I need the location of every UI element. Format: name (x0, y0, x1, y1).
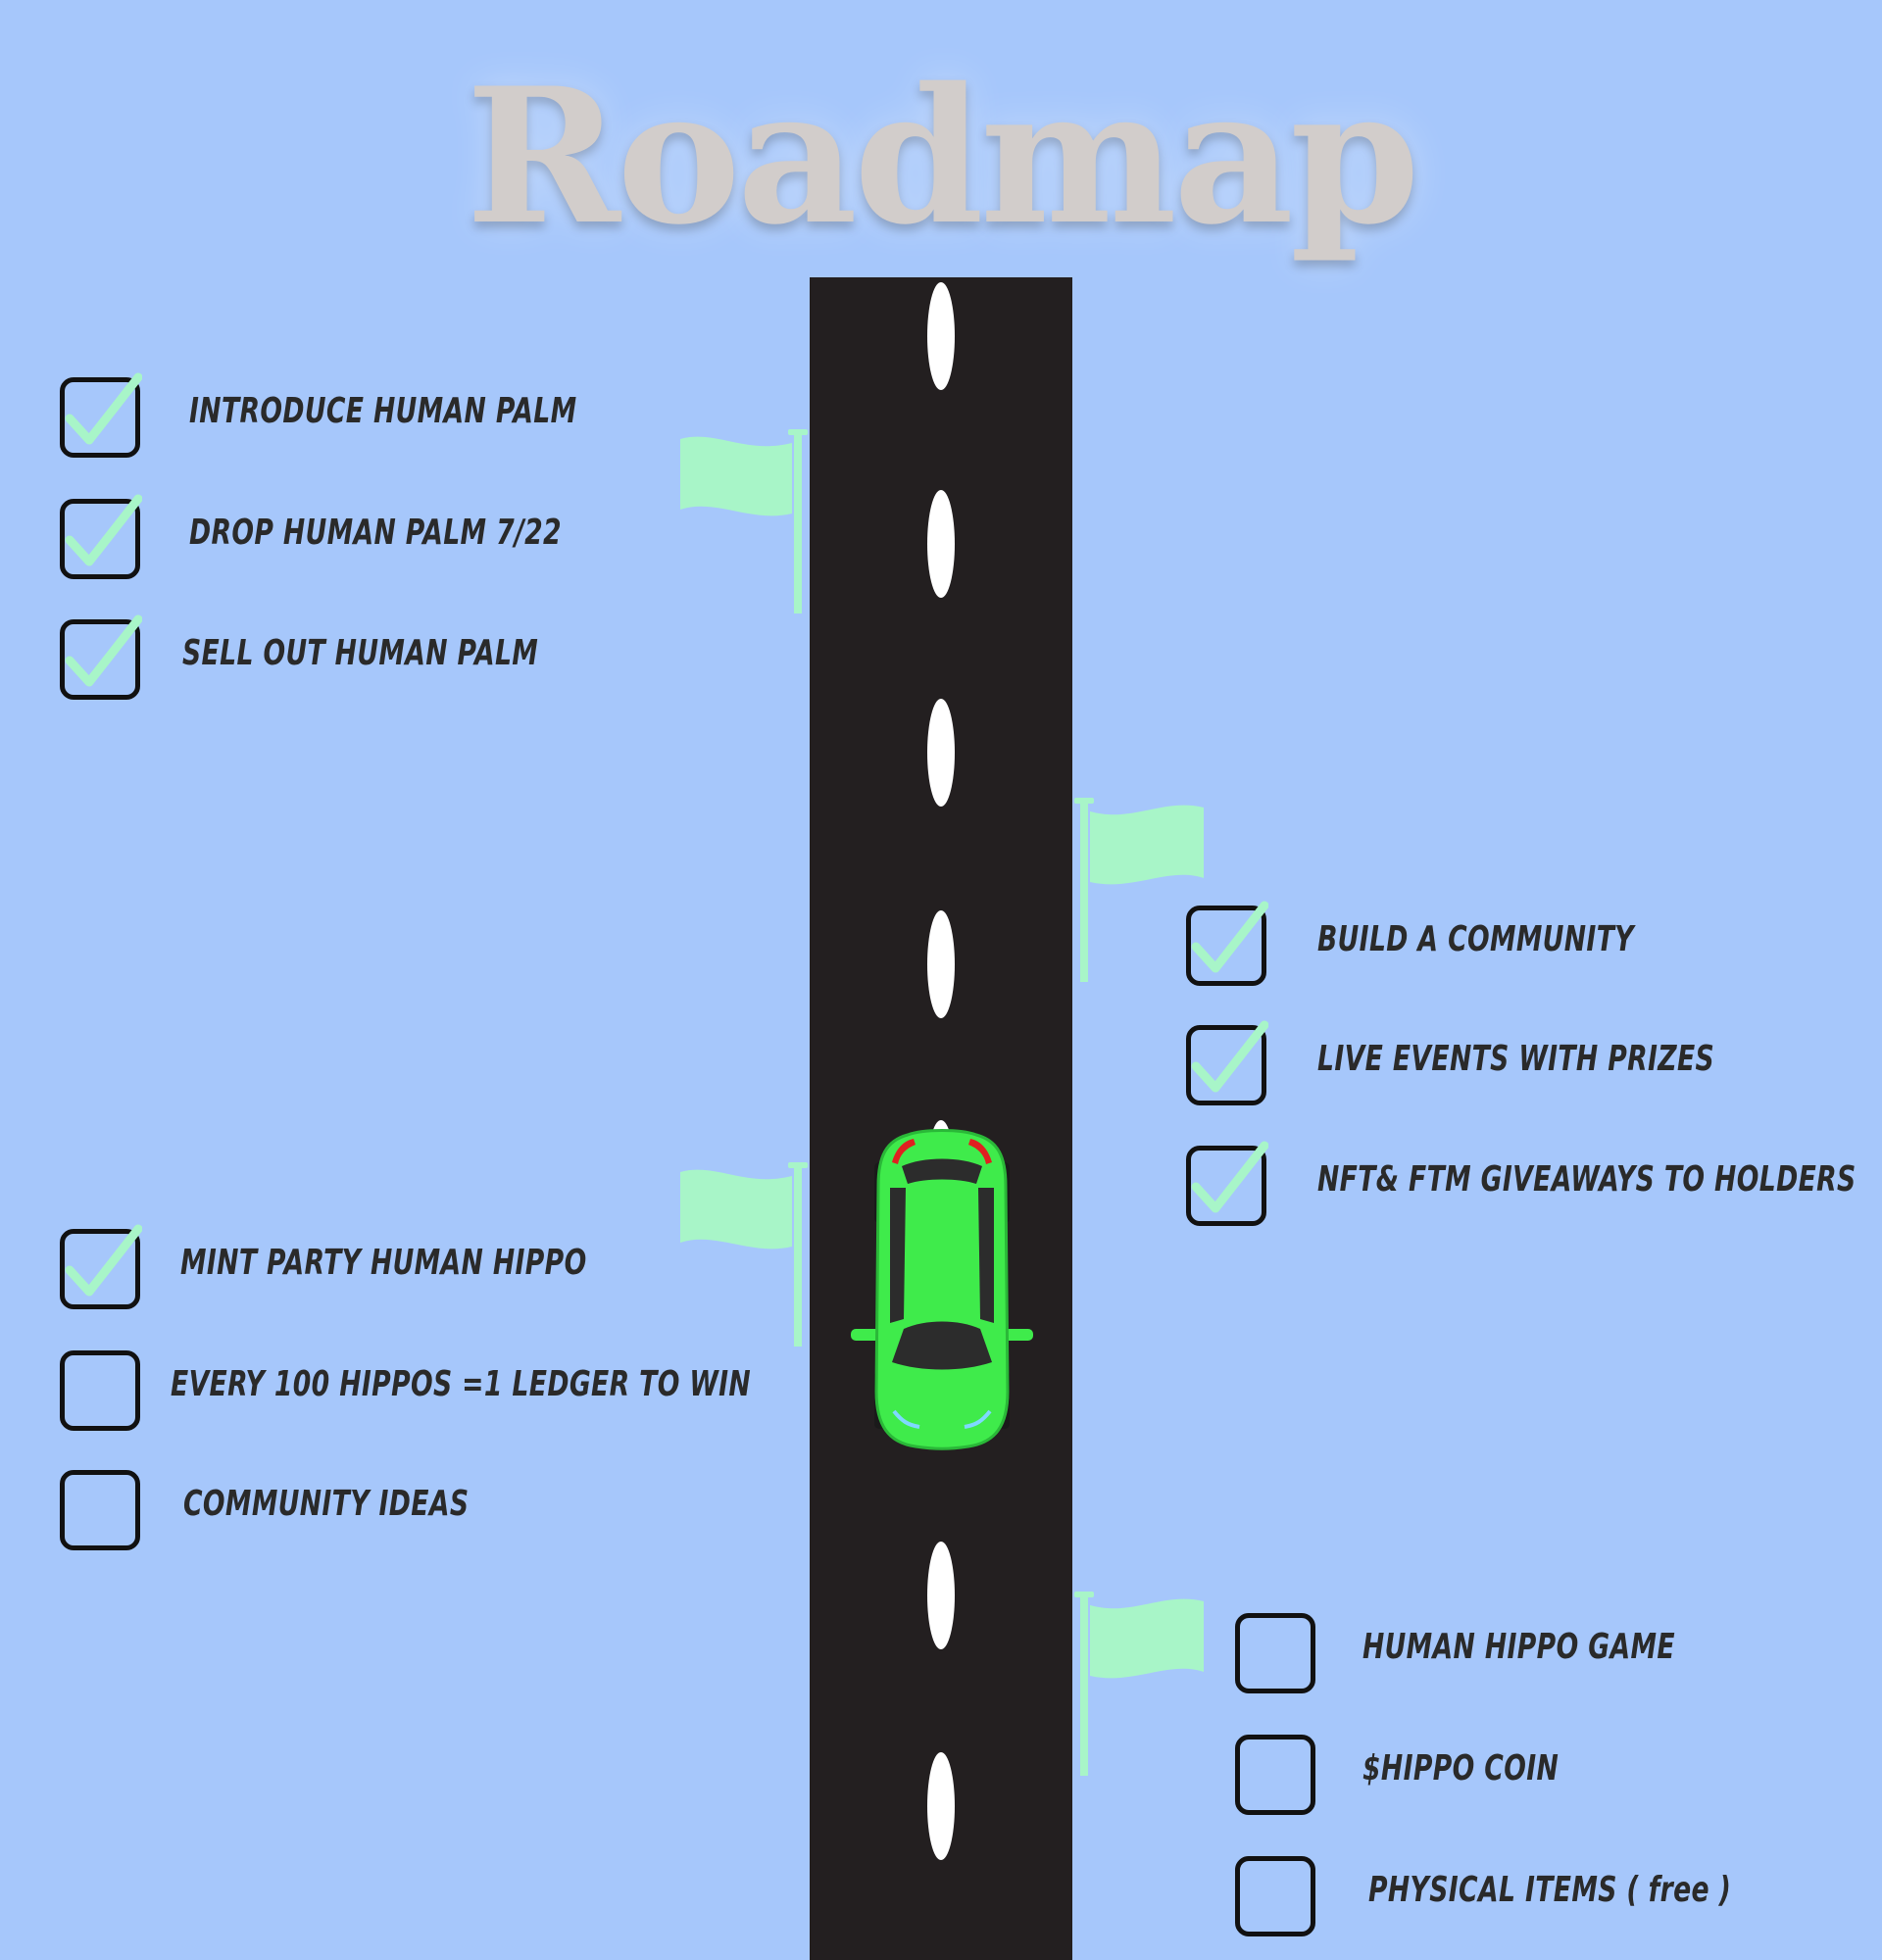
checkmark-icon (1191, 1020, 1268, 1093)
roadmap-item-label: BUILD A COMMUNITY (1317, 919, 1634, 959)
road-lane-marking (927, 490, 955, 598)
roadmap-item-label: SELL OUT HUMAN PALM (182, 633, 539, 673)
checkbox (1235, 1613, 1315, 1693)
checkbox (1235, 1856, 1315, 1936)
checkmark-icon (65, 494, 142, 566)
checkbox (1235, 1735, 1315, 1815)
checkmark-icon (65, 372, 142, 445)
roadmap-item-label: PHYSICAL ITEMS ( free ) (1368, 1870, 1732, 1910)
roadmap-item-label: NFT& FTM GIVEAWAYS TO HOLDERS (1317, 1159, 1857, 1200)
roadmap-item: COMMUNITY IDEAS (60, 1470, 766, 1550)
checkbox (1186, 1146, 1266, 1226)
roadmap-item: SELL OUT HUMAN PALM (60, 614, 570, 700)
car-icon (851, 1129, 1033, 1450)
checkmark-icon (1191, 1141, 1268, 1213)
roadmap-item: NFT& FTM GIVEAWAYS TO HOLDERS (1186, 1141, 1856, 1226)
flag-icon (1074, 1592, 1204, 1776)
checkbox (60, 1350, 140, 1431)
roadmap-item: $HIPPO COIN (1235, 1735, 1843, 1815)
roadmap-item: BUILD A COMMUNITY (1186, 901, 1813, 986)
road (810, 277, 1072, 1960)
road-lane-marking (927, 282, 955, 390)
roadmap-item: INTRODUCE HUMAN PALM (60, 372, 576, 458)
roadmap-item: PHYSICAL ITEMS ( free ) (1235, 1856, 1843, 1936)
roadmap-item-label: EVERY 100 HIPPOS =1 LEDGER TO WIN (171, 1364, 752, 1404)
road-lane-marking (927, 1752, 955, 1860)
checkbox (60, 619, 140, 700)
flag-icon (1074, 798, 1204, 982)
roadmap-item: EVERY 100 HIPPOS =1 LEDGER TO WIN (60, 1350, 785, 1431)
roadmap-item-label: MINT PARTY HUMAN HIPPO (180, 1243, 587, 1283)
roadmap-item-label: $HIPPO COIN (1362, 1748, 1560, 1788)
roadmap-item-label: DROP HUMAN PALM 7/22 (189, 513, 562, 553)
road-lane-marking (927, 910, 955, 1018)
page-title: Roadmap (466, 47, 1420, 266)
roadmap-item: MINT PARTY HUMAN HIPPO (60, 1224, 766, 1309)
checkbox (1186, 906, 1266, 986)
roadmap-item-label: COMMUNITY IDEAS (183, 1484, 470, 1524)
roadmap-item: LIVE EVENTS WITH PRIZES (1186, 1020, 1813, 1105)
road-lane-marking (927, 1542, 955, 1649)
checkbox (60, 1229, 140, 1309)
checkbox (1186, 1025, 1266, 1105)
checkmark-icon (65, 614, 142, 687)
roadmap-item-label: INTRODUCE HUMAN PALM (189, 391, 577, 431)
checkbox (60, 377, 140, 458)
flag-icon (680, 1162, 808, 1347)
road-lane-marking (927, 699, 955, 807)
checkbox (60, 1470, 140, 1550)
roadmap-item-label: HUMAN HIPPO GAME (1362, 1627, 1675, 1667)
roadmap-item-label: LIVE EVENTS WITH PRIZES (1317, 1039, 1715, 1079)
flag-icon (680, 429, 808, 613)
checkmark-icon (1191, 901, 1268, 973)
roadmap-item: HUMAN HIPPO GAME (1235, 1613, 1843, 1693)
checkmark-icon (65, 1224, 142, 1297)
roadmap-item: DROP HUMAN PALM 7/22 (60, 494, 570, 579)
checkbox (60, 499, 140, 579)
